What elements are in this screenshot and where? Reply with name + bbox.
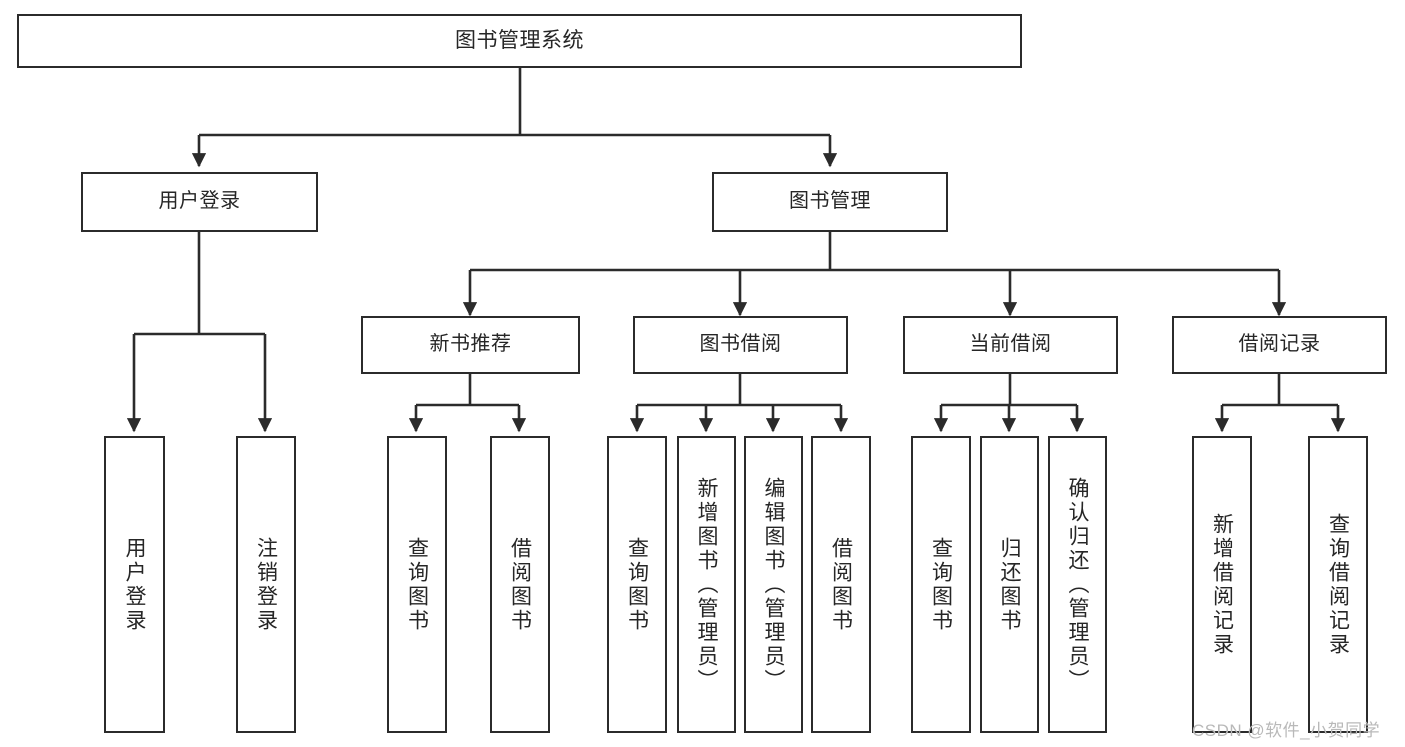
node-label: 图书管理系统: [455, 28, 584, 52]
csdn-watermark: CSDN @软件_小贺同学: [1192, 721, 1381, 740]
node-leaf-confirm-return-admin[interactable]: 确认归还（管理员）: [1048, 436, 1107, 733]
node-label: 新增图书（管理员）: [695, 476, 718, 693]
node-leaf-add-book-admin[interactable]: 新增图书（管理员）: [677, 436, 736, 733]
node-label: 查询图书: [625, 536, 649, 633]
node-leaf-borrow-book-2[interactable]: 借阅图书: [811, 436, 871, 733]
node-leaf-logout-login[interactable]: 注销登录: [236, 436, 296, 733]
node-book-borrow[interactable]: 图书借阅: [633, 316, 848, 374]
node-leaf-user-login[interactable]: 用户登录: [104, 436, 165, 733]
node-label: 查询借阅记录: [1326, 512, 1350, 657]
node-borrow-record[interactable]: 借阅记录: [1172, 316, 1387, 374]
node-leaf-query-book-1[interactable]: 查询图书: [387, 436, 447, 733]
node-label: 查询图书: [929, 536, 953, 633]
node-label: 编辑图书（管理员）: [762, 476, 785, 693]
node-leaf-borrow-book-1[interactable]: 借阅图书: [490, 436, 550, 733]
node-label: 当前借阅: [969, 333, 1052, 356]
node-user-login[interactable]: 用户登录: [81, 172, 318, 232]
node-book-management[interactable]: 图书管理: [712, 172, 948, 232]
node-leaf-query-book-2[interactable]: 查询图书: [607, 436, 667, 733]
node-book-management-system[interactable]: 图书管理系统: [17, 14, 1022, 68]
node-new-book-recommend[interactable]: 新书推荐: [361, 316, 580, 374]
node-label: 图书借阅: [699, 333, 782, 356]
node-label: 借阅图书: [829, 536, 853, 633]
node-label: 新增借阅记录: [1210, 512, 1234, 657]
node-current-borrow[interactable]: 当前借阅: [903, 316, 1118, 374]
node-leaf-edit-book-admin[interactable]: 编辑图书（管理员）: [744, 436, 803, 733]
node-label: 归还图书: [998, 536, 1021, 633]
node-leaf-return-book[interactable]: 归还图书: [980, 436, 1039, 733]
node-leaf-add-borrow-record[interactable]: 新增借阅记录: [1192, 436, 1252, 733]
node-label: 图书管理: [789, 190, 871, 213]
node-label: 借阅图书: [508, 536, 532, 633]
node-label: 借阅记录: [1238, 333, 1321, 356]
node-label: 注销登录: [254, 536, 278, 633]
node-label: 确认归还（管理员）: [1066, 476, 1089, 693]
node-label: 用户登录: [123, 536, 146, 633]
node-leaf-query-book-3[interactable]: 查询图书: [911, 436, 971, 733]
node-leaf-query-borrow-record[interactable]: 查询借阅记录: [1308, 436, 1368, 733]
node-label: 用户登录: [158, 190, 241, 213]
node-label: 新书推荐: [429, 333, 512, 356]
node-label: 查询图书: [405, 536, 429, 633]
